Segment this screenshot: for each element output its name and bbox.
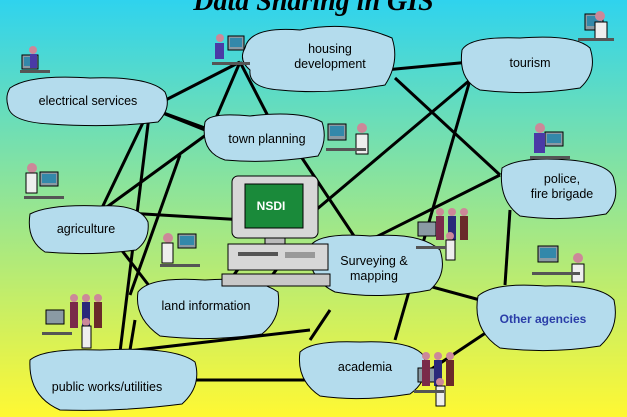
page-title: Data Sharing in GIS: [193, 0, 434, 17]
node-police-label: police, fire brigade: [530, 172, 594, 201]
workstation-person-icon: [160, 233, 200, 267]
node-land-label: land information: [161, 299, 251, 313]
node-town-label: town planning: [228, 132, 306, 146]
cloud-tourism: [460, 36, 593, 94]
nsdi-computer-icon: [221, 175, 331, 287]
cloud-surveying: [309, 234, 443, 297]
people-group-icon: [416, 208, 468, 261]
cloud-publicworks: [29, 348, 198, 411]
workstation-person-icon: [212, 34, 250, 65]
node-agriculture-label: agriculture: [56, 222, 116, 236]
node-housing-label: housing development: [294, 42, 366, 71]
cloud-other: [476, 284, 616, 352]
cloud-town: [203, 113, 325, 162]
cloud-agriculture: [28, 205, 149, 255]
cloud-shapes: [6, 25, 617, 411]
cloud-electrical: [6, 76, 168, 127]
workstation-person-icon: [530, 123, 570, 159]
workstation-person-icon: [532, 245, 585, 283]
cloud-land: [136, 278, 280, 340]
node-surveying-label: Surveying & mapping: [340, 254, 408, 283]
people-group-icon: [414, 352, 454, 407]
workstation-person-icon: [20, 46, 50, 73]
people-group-icon: [42, 294, 102, 349]
node-publicworks-label: public works/utilities: [51, 380, 163, 394]
node-tourism-label: tourism: [509, 56, 551, 70]
cloud-police: [500, 158, 617, 220]
workstation-person-icon: [326, 123, 369, 155]
cloud-housing: [241, 25, 396, 93]
workstation-person-icon: [578, 11, 614, 41]
node-academia-label: academia: [337, 360, 393, 374]
workstation-person-icon: [24, 163, 64, 199]
node-electrical-label: electrical services: [38, 94, 138, 108]
node-other-agencies-label: Other agencies: [499, 312, 587, 326]
nsdi-hub-label: NSDI: [256, 199, 286, 213]
